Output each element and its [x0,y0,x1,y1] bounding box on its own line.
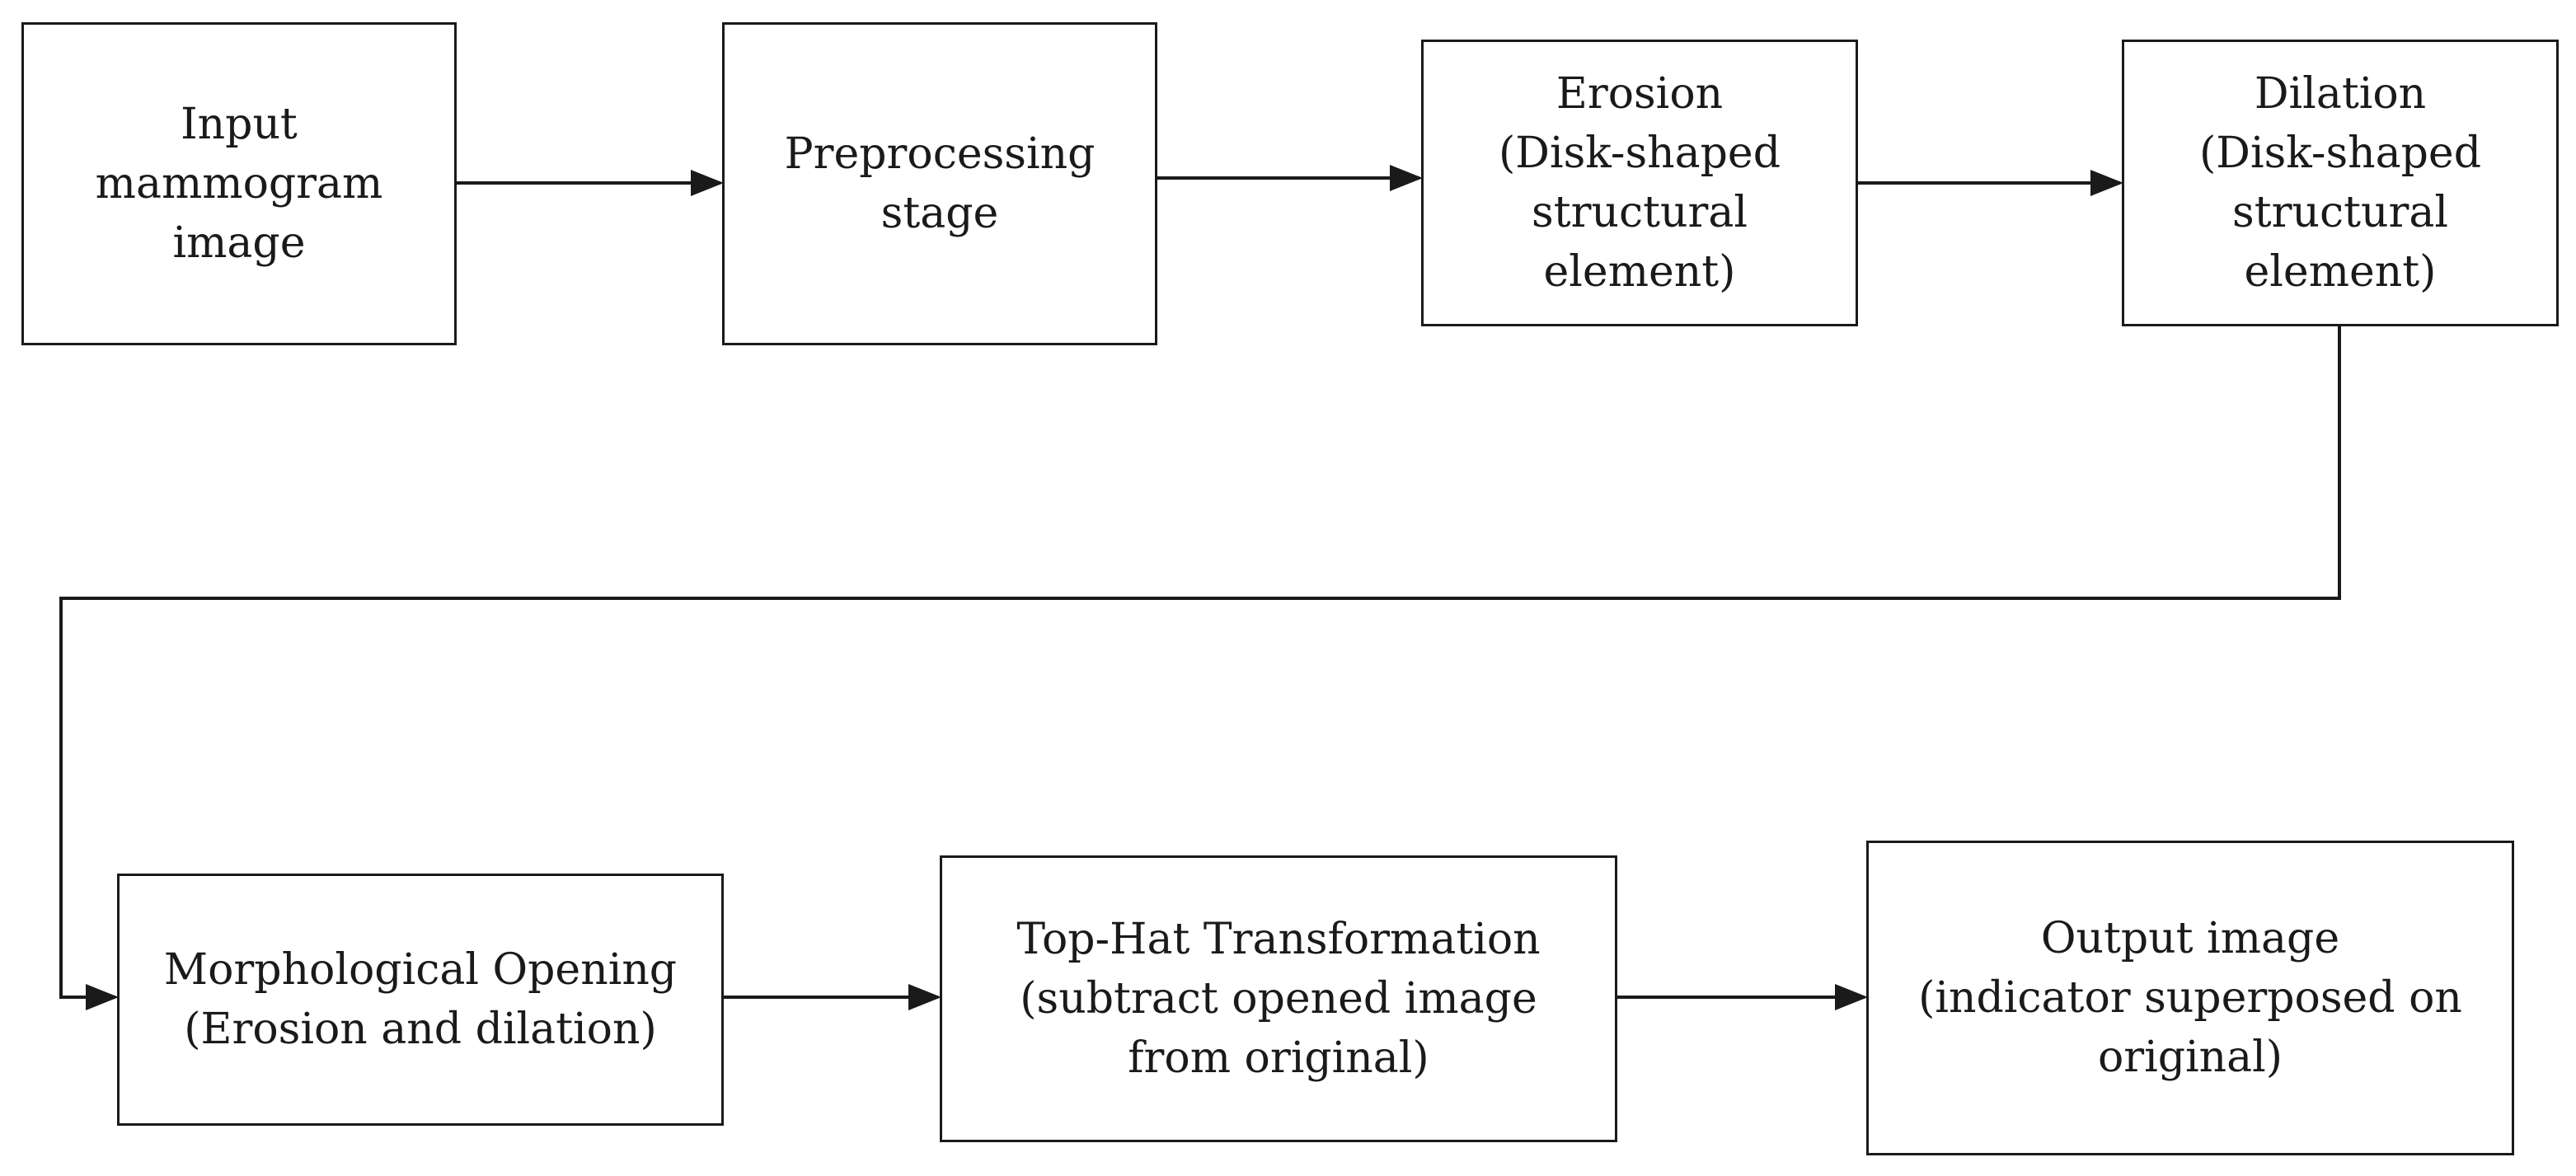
node-opening-label: Morphological Opening (Erosion and dilat… [163,945,678,1054]
node-output-label: Output image (indicator superposed on or… [1918,914,2462,1082]
node-input-mammogram-image: Input mammogram image [21,22,457,345]
node-preprocessing-label: Preprocessing stage [784,129,1096,238]
node-preprocessing-stage: Preprocessing stage [722,22,1157,345]
node-erosion-label: Erosion (Disk-shaped structural element) [1499,69,1781,297]
node-dilation-label: Dilation (Disk-shaped structural element… [2199,69,2481,297]
node-tophat-label: Top-Hat Transformation (subtract opened … [1016,915,1541,1083]
node-input-label: Input mammogram image [95,100,383,268]
node-top-hat-transformation: Top-Hat Transformation (subtract opened … [940,855,1617,1142]
node-erosion: Erosion (Disk-shaped structural element) [1421,40,1858,326]
arrow-dilation-to-opening [59,326,2341,1010]
node-morphological-opening: Morphological Opening (Erosion and dilat… [117,874,724,1126]
node-output-image: Output image (indicator superposed on or… [1866,841,2514,1155]
node-dilation: Dilation (Disk-shaped structural element… [2122,40,2559,326]
